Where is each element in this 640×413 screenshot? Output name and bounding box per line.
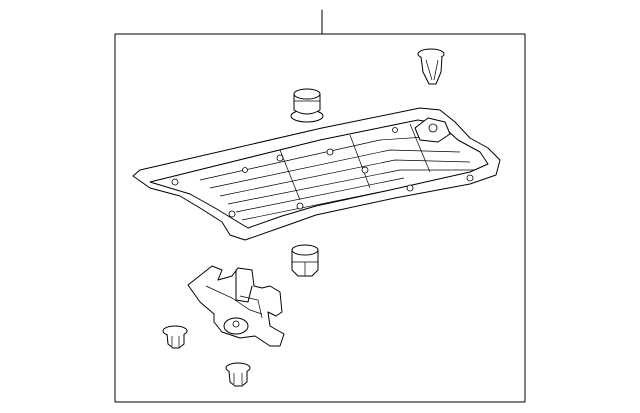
push-clip-upper bbox=[417, 48, 445, 85]
nut-clip-center bbox=[291, 244, 319, 277]
diagram-frame bbox=[114, 33, 526, 403]
under-cover bbox=[132, 107, 501, 241]
grommet-lower-center bbox=[225, 362, 251, 387]
grommet-lower-left bbox=[162, 325, 188, 349]
stud-clip-upper-left bbox=[290, 88, 324, 123]
bracket bbox=[187, 265, 285, 347]
